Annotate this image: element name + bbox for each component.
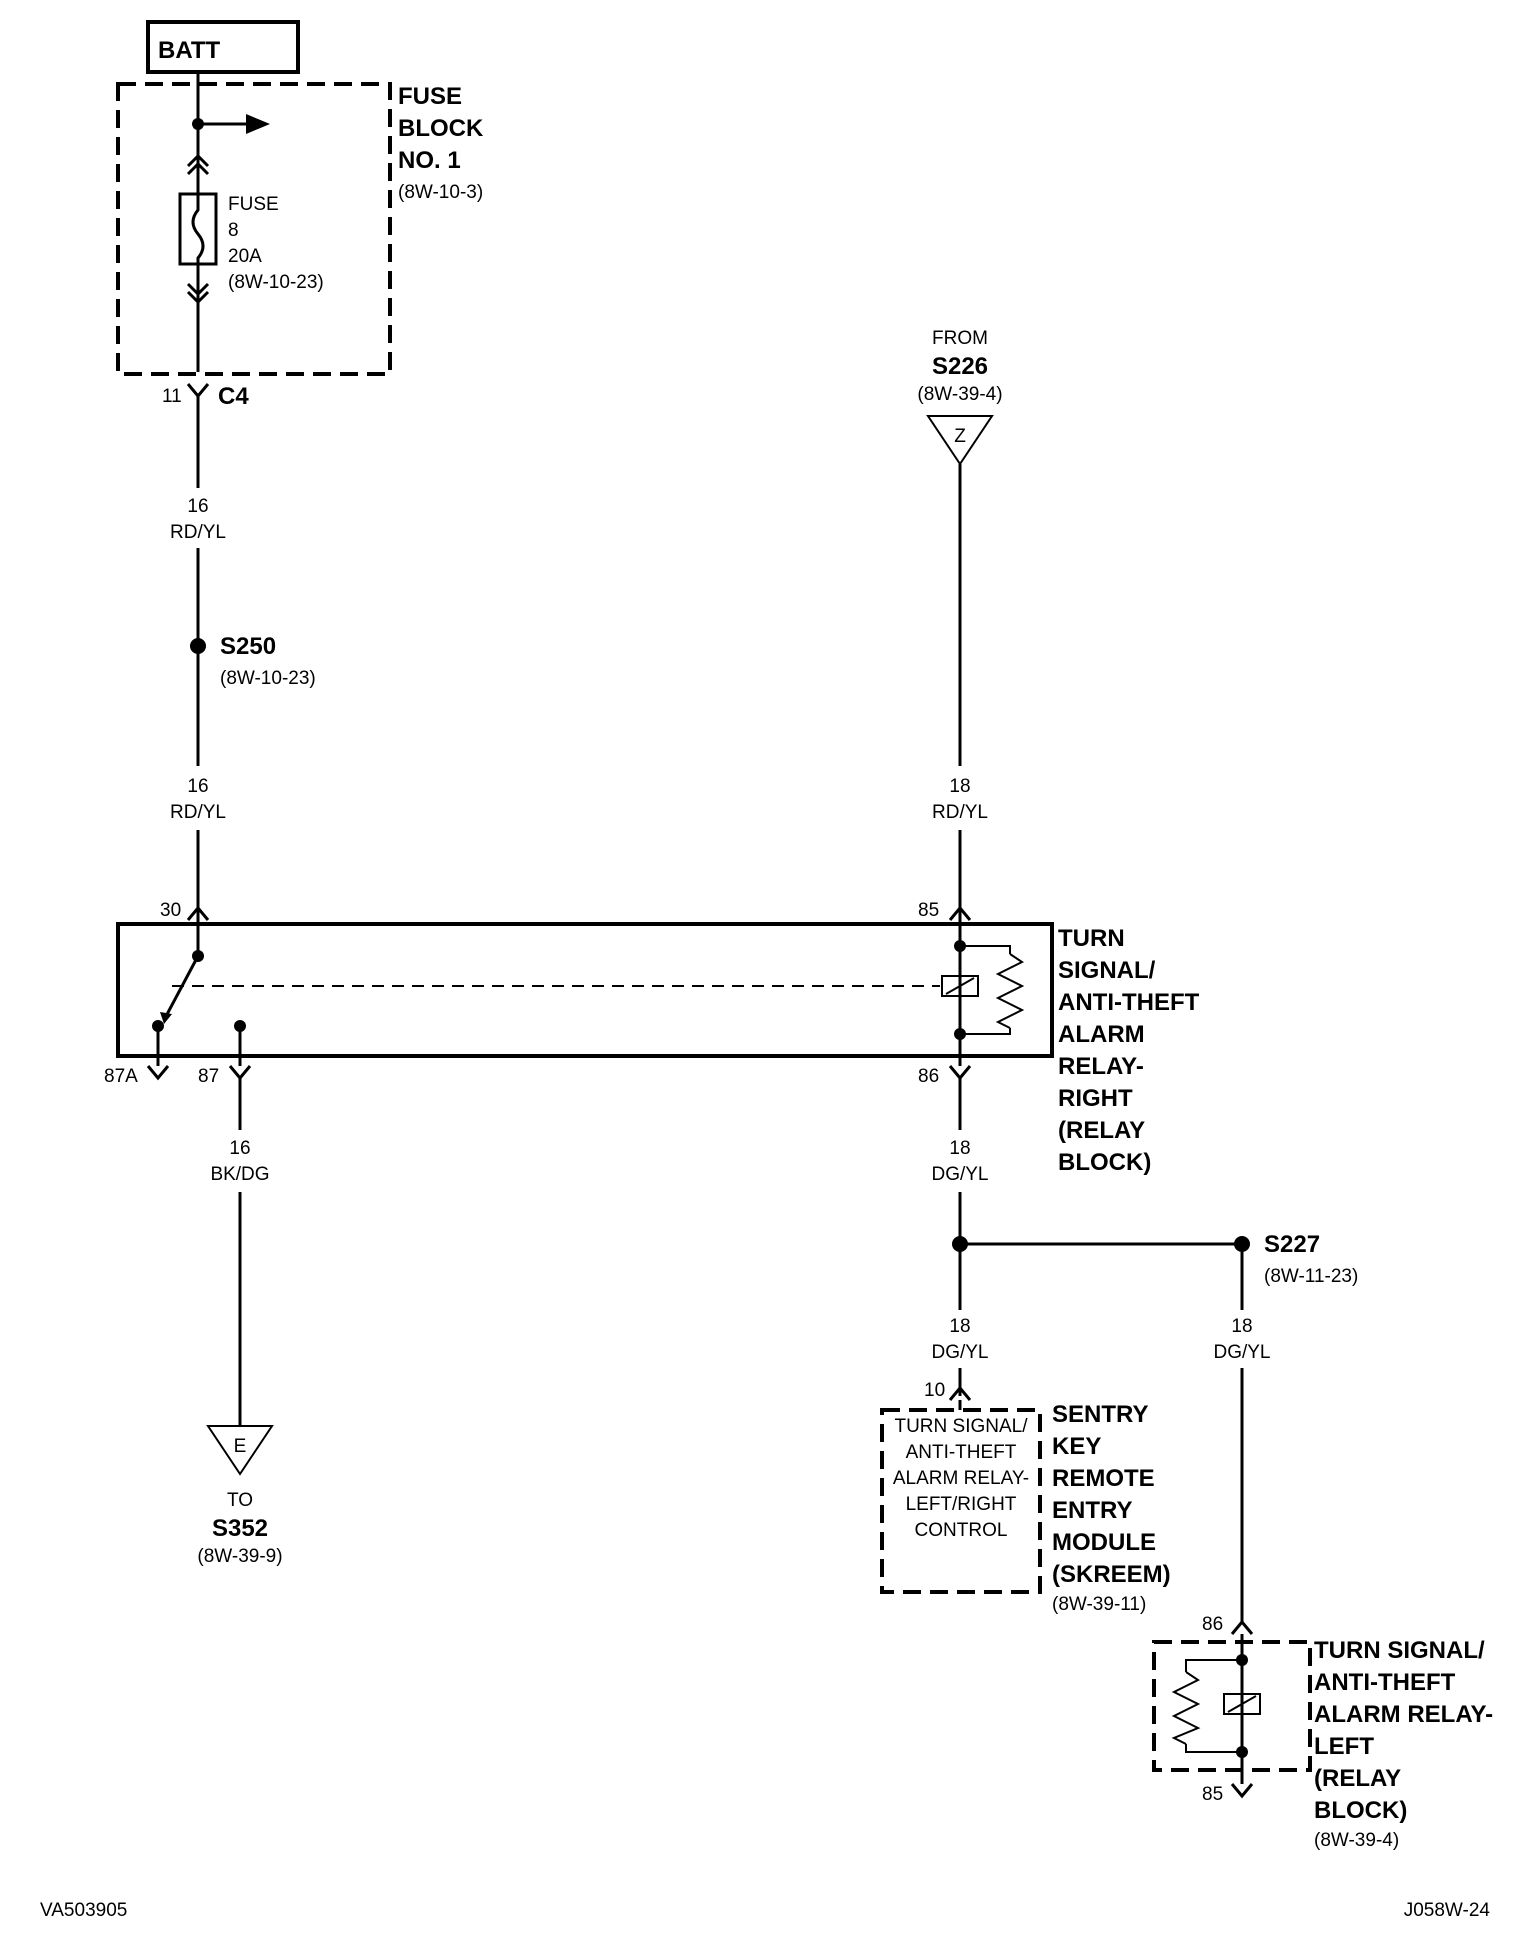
wire-rdyl-2-color: RD/YL <box>170 802 226 823</box>
skreem-title-1: KEY <box>1052 1433 1101 1460</box>
relay-left-title-0: TURN SIGNAL/ <box>1314 1637 1485 1664</box>
offpage-z-icon <box>926 415 994 466</box>
relay-left-title-1: ANTI-THEFT <box>1314 1669 1456 1696</box>
relay-left-box <box>1152 1640 1312 1772</box>
c4-name: C4 <box>218 383 249 410</box>
relay-left-ref: (8W-39-4) <box>1314 1830 1399 1851</box>
relay-right-pin-86: 86 <box>918 1066 939 1087</box>
relay-right-pin-87: 87 <box>198 1066 219 1087</box>
s250-name: S250 <box>220 633 276 660</box>
relay-right-title-7: BLOCK) <box>1058 1149 1151 1176</box>
relay-right-pin-30: 30 <box>160 900 181 921</box>
s352-ref: (8W-39-9) <box>197 1546 282 1567</box>
skreem-inner-0: TURN SIGNAL/ <box>894 1416 1028 1437</box>
batt-label: BATT <box>158 37 221 64</box>
wire-dgyl-1-color: DG/YL <box>931 1164 988 1185</box>
fuse-label-0: FUSE <box>228 194 279 215</box>
skreem-title-2: REMOTE <box>1052 1465 1155 1492</box>
c4-pin: 11 <box>162 386 182 407</box>
s226-from: FROM <box>932 328 988 349</box>
fuse-label-1: 8 <box>228 220 239 241</box>
s226-name: S226 <box>932 353 988 380</box>
splice-s227-icon <box>1234 1236 1250 1252</box>
skreem-inner-4: CONTROL <box>915 1520 1008 1541</box>
fuse-block-title-2: NO. 1 <box>398 147 461 174</box>
s352-to: TO <box>227 1490 253 1511</box>
relay-left-pin-85: 85 <box>1202 1784 1223 1805</box>
relay-right-title-5: RIGHT <box>1058 1085 1133 1112</box>
relay-right-box <box>116 922 1054 1058</box>
relay-right-pin-85: 85 <box>918 900 939 921</box>
fuse-block-title-1: BLOCK <box>398 115 484 142</box>
relay-left-title-2: ALARM RELAY- <box>1314 1701 1493 1728</box>
wire-dgyl-2-gauge: 18 <box>949 1316 970 1337</box>
wire-rdyl-1-gauge: 16 <box>187 496 208 517</box>
skreem-pin: 10 <box>924 1380 945 1401</box>
s352-letter: E <box>234 1436 247 1457</box>
relay-right-pin-87a: 87A <box>104 1066 138 1087</box>
wire-bkdg-color: BK/DG <box>210 1164 269 1185</box>
fuse-label-3: (8W-10-23) <box>228 272 324 293</box>
footer-right: J058W-24 <box>1404 1900 1491 1921</box>
fuse-block-ref: (8W-10-3) <box>398 182 483 203</box>
arrow-right-icon <box>246 114 270 134</box>
s226-ref: (8W-39-4) <box>917 384 1002 405</box>
relay-right-coil-icon <box>941 975 979 997</box>
fuse-label-2: 20A <box>228 246 262 267</box>
relay-right-title-6: (RELAY <box>1058 1117 1145 1144</box>
wire-bkdg-gauge: 16 <box>229 1138 250 1159</box>
splice-s250-icon <box>190 638 206 654</box>
wire-rdyl-3-gauge: 18 <box>949 776 970 797</box>
wire-dgyl-1-gauge: 18 <box>949 1138 970 1159</box>
offpage-e-icon <box>206 1425 274 1476</box>
relay-left-pin-86: 86 <box>1202 1614 1223 1635</box>
relay-left-title-4: (RELAY <box>1314 1765 1401 1792</box>
skreem-title-4: MODULE <box>1052 1529 1156 1556</box>
wire-dgyl-3-color: DG/YL <box>1213 1342 1270 1363</box>
skreem-inner-2: ALARM RELAY- <box>893 1468 1029 1489</box>
skreem-title-0: SENTRY <box>1052 1401 1148 1428</box>
skreem-module-box <box>880 1408 1042 1594</box>
skreem-ref: (8W-39-11) <box>1052 1594 1146 1615</box>
fuse-block-outline <box>116 82 392 376</box>
s227-name: S227 <box>1264 1231 1320 1258</box>
relay-right-title-3: ALARM <box>1058 1021 1145 1048</box>
skreem-title-5: (SKREEM) <box>1052 1561 1171 1588</box>
s352-name: S352 <box>212 1515 268 1542</box>
skreem-title-3: ENTRY <box>1052 1497 1132 1524</box>
s226-letter: Z <box>954 426 966 447</box>
wire-rdyl-3-color: RD/YL <box>932 802 988 823</box>
wire-dgyl-3-gauge: 18 <box>1231 1316 1252 1337</box>
s250-ref: (8W-10-23) <box>220 668 316 689</box>
fuse-block-title-0: FUSE <box>398 83 462 110</box>
relay-right-pin-87a-icon <box>146 1065 170 1081</box>
wire-dgyl-2-color: DG/YL <box>931 1342 988 1363</box>
relay-left-coil-icon <box>1223 1693 1261 1715</box>
relay-left-title-5: BLOCK) <box>1314 1797 1407 1824</box>
relay-right-title-4: RELAY- <box>1058 1053 1144 1080</box>
connector-c4-icon <box>186 383 210 399</box>
relay-right-resistor-icon <box>995 953 1025 1029</box>
relay-right-title-0: TURN <box>1058 925 1125 952</box>
skreem-inner-1: ANTI-THEFT <box>906 1442 1017 1463</box>
relay-right-pin-87-icon <box>228 1065 252 1081</box>
wire-rdyl-1-color: RD/YL <box>170 522 226 543</box>
relay-right-title-1: SIGNAL/ <box>1058 957 1156 984</box>
relay-right-title-2: ANTI-THEFT <box>1058 989 1200 1016</box>
relay-left-title-3: LEFT <box>1314 1733 1374 1760</box>
s227-ref: (8W-11-23) <box>1264 1266 1358 1287</box>
footer-left: VA503905 <box>40 1900 127 1921</box>
batt-box <box>146 20 300 74</box>
skreem-inner-3: LEFT/RIGHT <box>906 1494 1017 1515</box>
relay-left-resistor-icon <box>1171 1671 1201 1745</box>
wire-rdyl-2-gauge: 16 <box>187 776 208 797</box>
